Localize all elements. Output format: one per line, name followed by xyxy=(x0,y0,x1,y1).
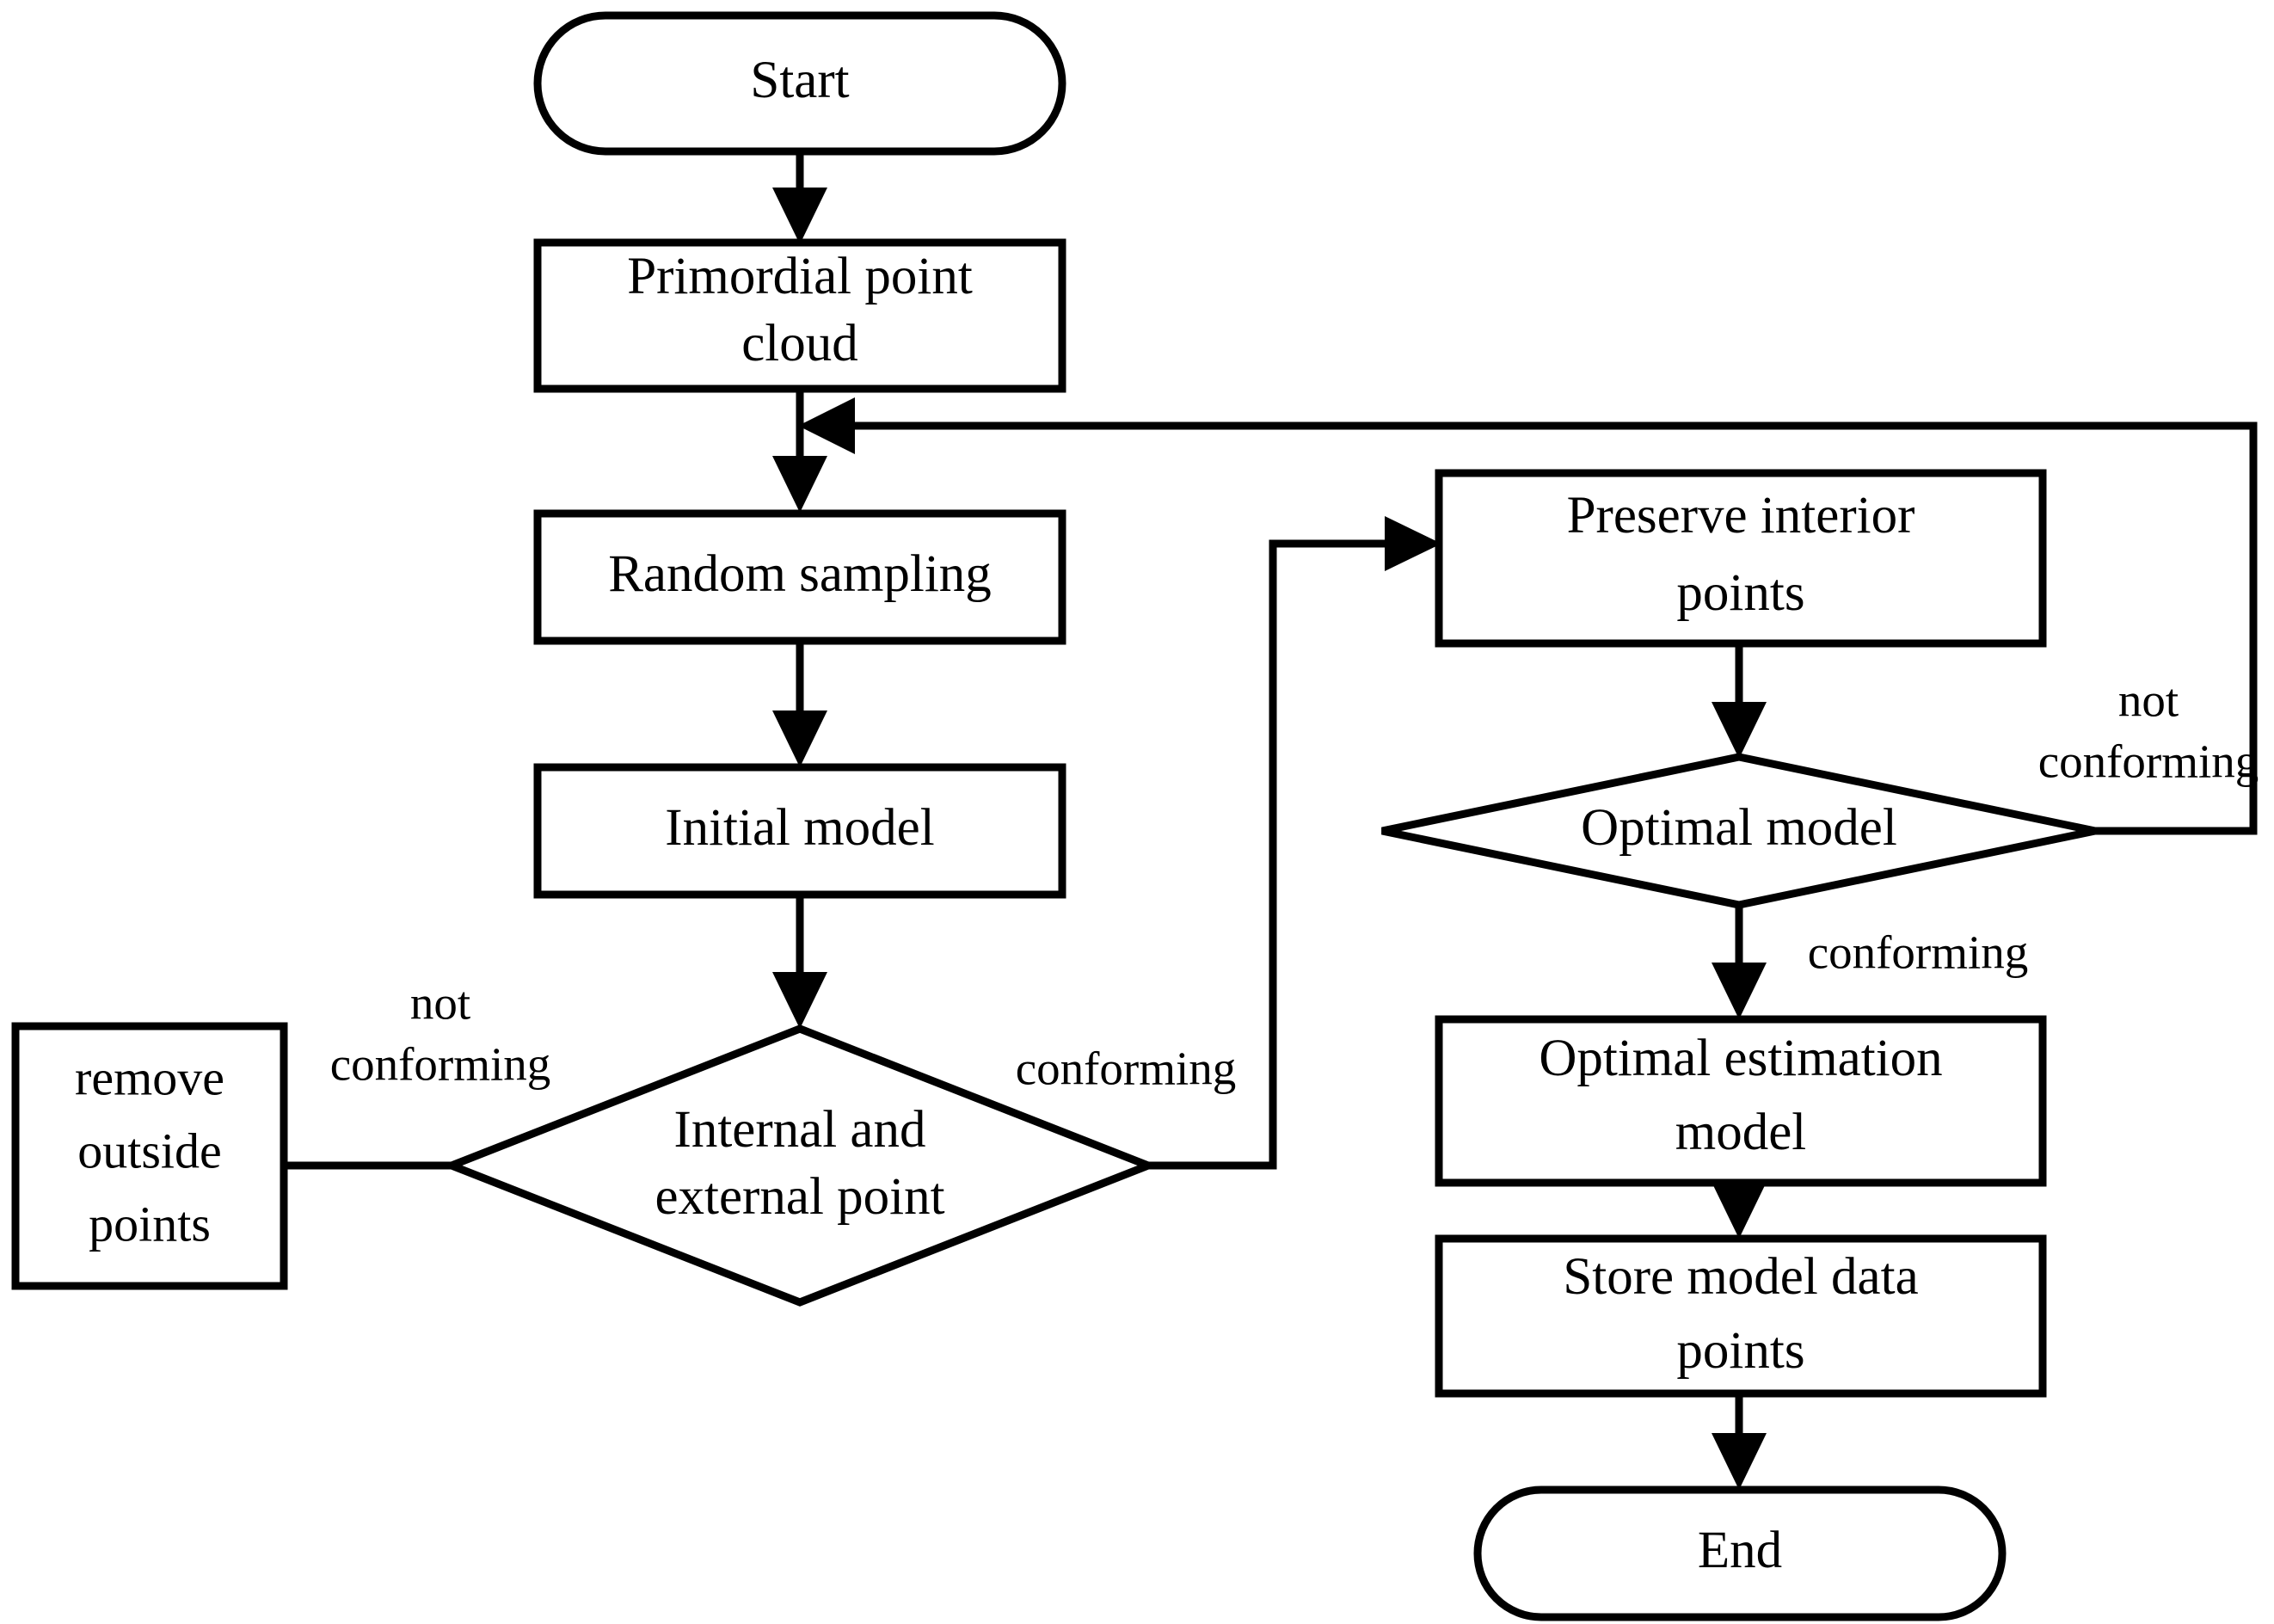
edge-label-not-conforming-right: not conforming xyxy=(2038,674,2259,788)
edge-store-model-data-to-end xyxy=(1712,1393,1767,1490)
node-preserve-interior-points[interactable]: Preserve interior points xyxy=(1435,469,2047,648)
edge-label-conforming-left-text: conforming xyxy=(1016,1043,1237,1095)
node-remove-outside-points-label-line3: points xyxy=(89,1196,211,1252)
edge-label-conforming-left: conforming xyxy=(1016,1043,1237,1095)
edge-label-not-conforming-left-line1: not xyxy=(410,977,470,1030)
node-random-sampling-label: Random sampling xyxy=(608,545,992,603)
node-initial-model-label: Initial model xyxy=(665,799,934,857)
node-store-model-data-points-label-line2: points xyxy=(1676,1322,1804,1380)
node-start[interactable]: Start xyxy=(533,11,1066,156)
node-optimal-estimation-model[interactable]: Optimal estimation model xyxy=(1435,1015,2047,1187)
node-remove-outside-points[interactable]: remove outside points xyxy=(11,1022,288,1290)
node-random-sampling[interactable]: Random sampling xyxy=(533,509,1066,645)
edge-label-not-conforming-right-line1: not xyxy=(2118,674,2179,727)
edge-label-not-conforming-left: not conforming xyxy=(330,977,551,1091)
node-primordial-point-cloud-label-line2: cloud xyxy=(741,315,858,372)
node-initial-model[interactable]: Initial model xyxy=(533,763,1066,899)
node-store-model-data-points[interactable]: Store model data points xyxy=(1435,1234,2047,1398)
node-remove-outside-points-label-line1: remove xyxy=(75,1049,224,1105)
node-optimal-estimation-model-label-line1: Optimal estimation xyxy=(1539,1030,1942,1087)
edge-label-not-conforming-right-line2: conforming xyxy=(2038,735,2259,788)
node-end[interactable]: End xyxy=(1473,1486,2007,1621)
node-optimal-model[interactable]: Optimal model xyxy=(1381,753,2096,909)
node-primordial-point-cloud-label-line1: Primordial point xyxy=(627,248,973,305)
node-store-model-data-points-label-line1: Store model data xyxy=(1563,1248,1918,1306)
edge-preserve-interior-to-optimal-model xyxy=(1712,643,1767,759)
edge-primordial-to-random-sampling xyxy=(772,389,827,513)
edge-optimal-model-to-optimal-estimation xyxy=(1712,905,1767,1019)
edge-optimal-model-not-conforming-feedback xyxy=(798,397,2258,835)
edge-start-to-primordial xyxy=(772,151,827,244)
node-internal-external-point[interactable]: Internal and external point xyxy=(440,1024,1159,1307)
node-internal-external-point-label-line1: Internal and xyxy=(674,1101,926,1159)
node-optimal-model-label: Optimal model xyxy=(1581,799,1897,857)
edge-optimal-estimation-to-store-model-data xyxy=(1712,1182,1767,1239)
node-optimal-estimation-model-label-line2: model xyxy=(1675,1104,1806,1161)
edge-label-conforming-right-text: conforming xyxy=(1808,926,2029,979)
edge-internal-external-to-preserve-interior xyxy=(1148,516,1441,1170)
node-preserve-interior-points-label-line1: Preserve interior xyxy=(1567,487,1915,544)
edge-random-sampling-to-initial-model xyxy=(772,641,827,767)
edge-label-conforming-right: conforming xyxy=(1808,926,2029,979)
node-start-label: Start xyxy=(750,52,849,109)
node-remove-outside-points-label-line2: outside xyxy=(77,1123,222,1178)
node-end-label: End xyxy=(1698,1522,1782,1579)
edge-label-not-conforming-left-line2: conforming xyxy=(330,1038,551,1091)
node-internal-external-point-label-line2: external point xyxy=(655,1168,944,1226)
node-preserve-interior-points-label-line2: points xyxy=(1676,564,1804,622)
edge-initial-model-to-internal-external xyxy=(772,895,827,1029)
node-primordial-point-cloud[interactable]: Primordial point cloud xyxy=(533,238,1066,393)
